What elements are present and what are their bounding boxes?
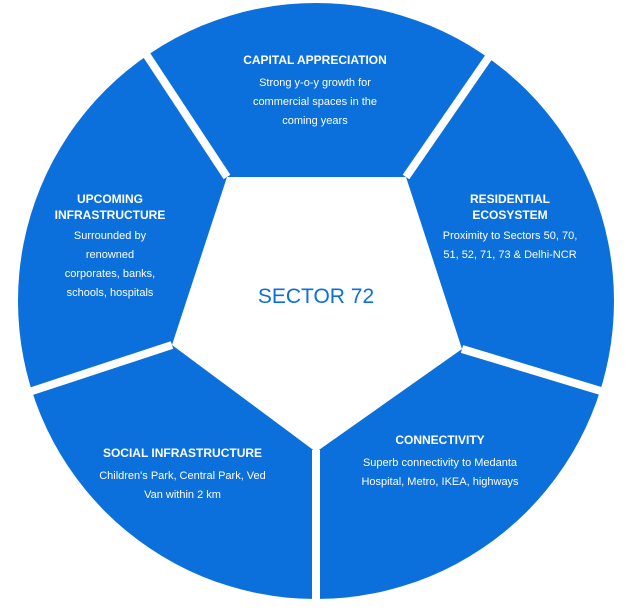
divider	[18, 341, 174, 399]
segment-capital-appreciation: CAPITAL APPRECIATION Strong y-o-y growth…	[240, 52, 390, 131]
segment-connectivity: CONNECTIVITY Superb connectivity to Meda…	[355, 432, 525, 492]
segment-title: CAPITAL APPRECIATION	[243, 53, 387, 67]
segment-title: RESIDENTIAL ECOSYSTEM	[469, 192, 550, 222]
segment-text: Surrounded by renowned corporates, banks…	[64, 230, 156, 299]
divider	[136, 42, 231, 180]
segment-text: Strong y-o-y growth for commercial space…	[252, 77, 378, 127]
segment-title: CONNECTIVITY	[395, 433, 485, 447]
segment-residential-ecosystem: RESIDENTIAL ECOSYSTEM Proximity to Secto…	[440, 191, 580, 265]
segment-title: SOCIAL INFRASTRUCTURE	[102, 446, 263, 460]
center-label: SECTOR 72	[257, 285, 375, 308]
segment-social-infrastructure: SOCIAL INFRASTRUCTURE Children's Park, C…	[90, 445, 275, 505]
center-pentagon	[172, 177, 462, 452]
segment-text: Superb connectivity to Medanta Hospital,…	[361, 457, 519, 488]
divider	[460, 345, 616, 399]
divider	[402, 45, 499, 180]
segment-title: UPCOMING INFRASTRUCTURE	[54, 192, 166, 222]
segment-text: Proximity to Sectors 50, 70, 51, 52, 71,…	[442, 230, 578, 261]
segment-text: Children's Park, Central Park, Ved Van w…	[99, 470, 266, 501]
segment-upcoming-infrastructure: UPCOMING INFRASTRUCTURE Surrounded by re…	[50, 191, 170, 303]
